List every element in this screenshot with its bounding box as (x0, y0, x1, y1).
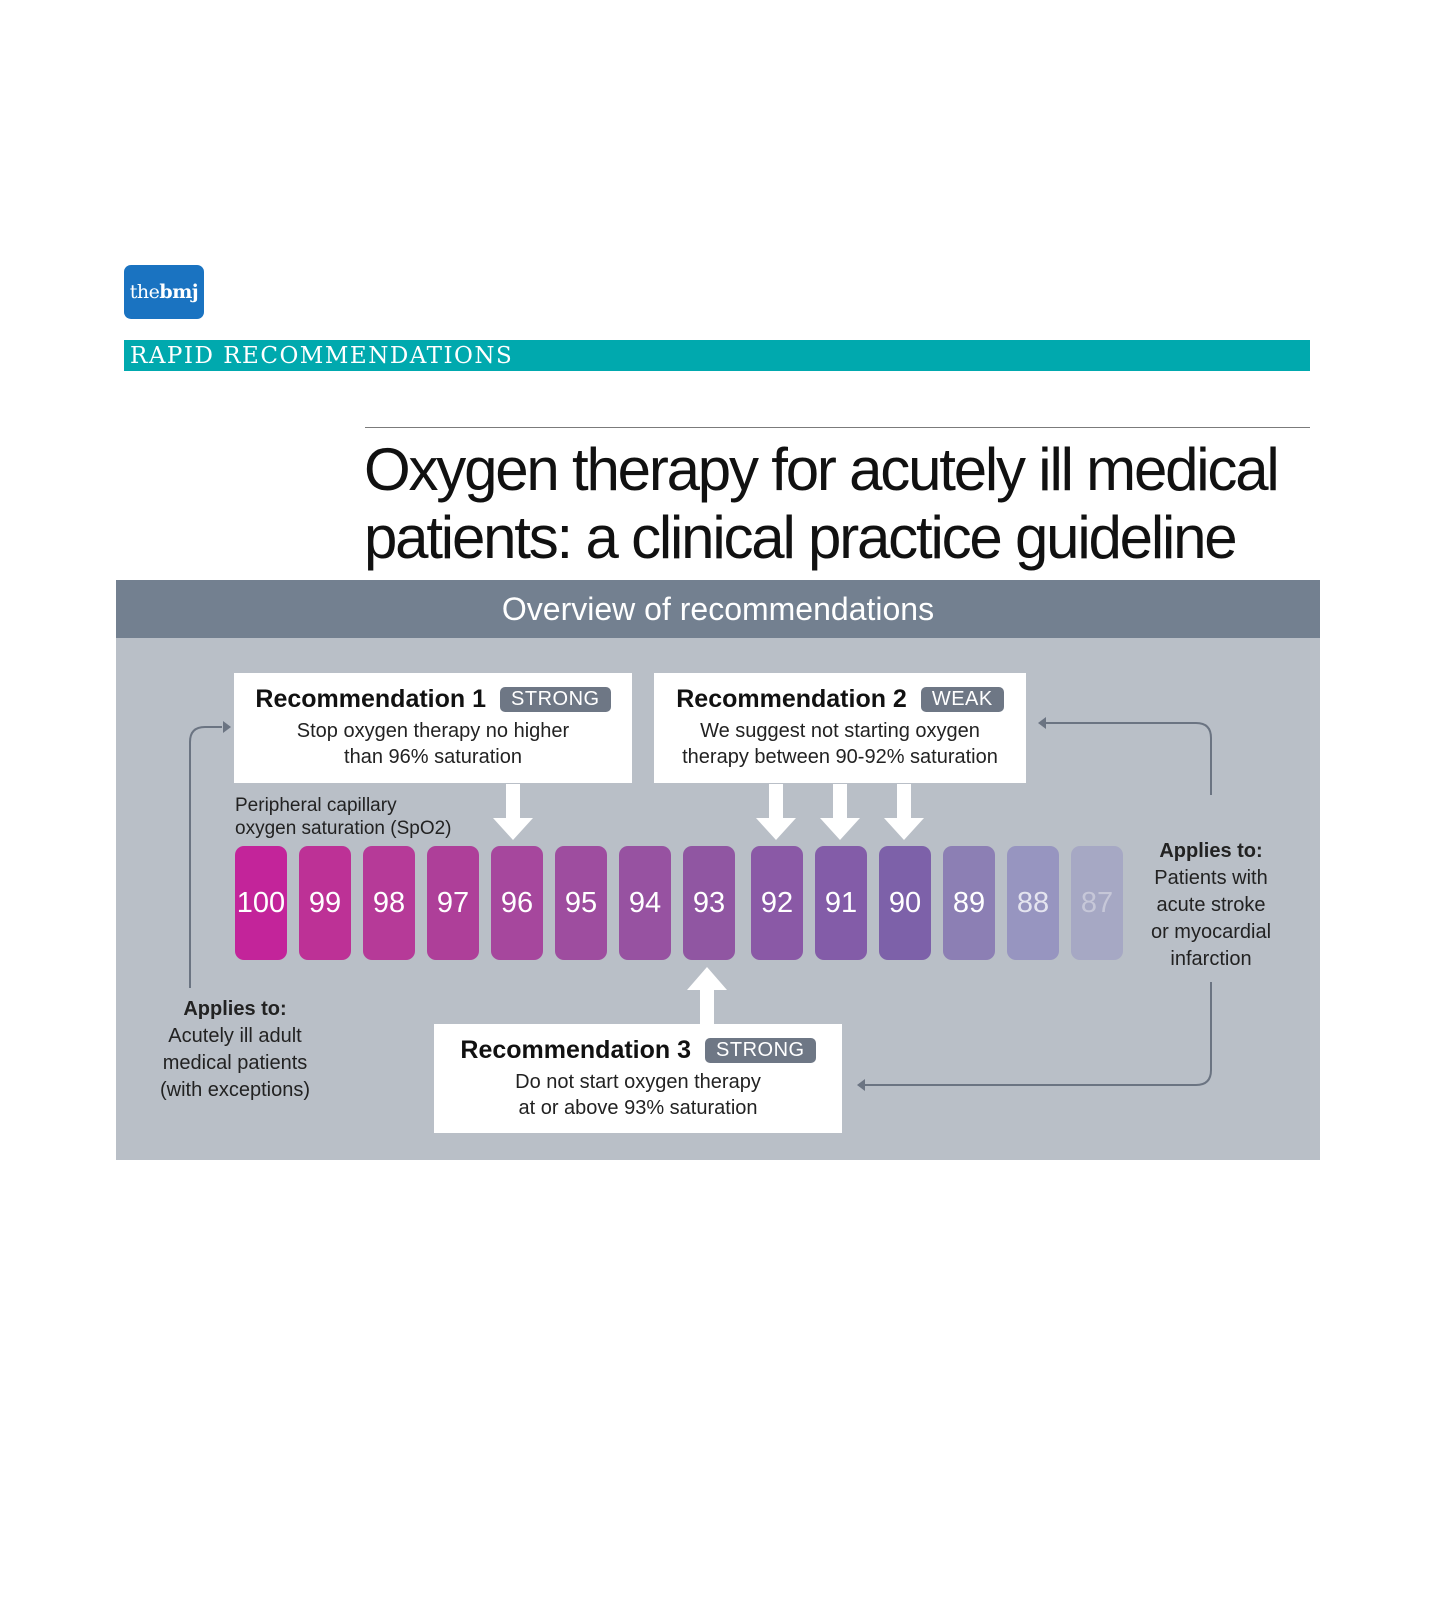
recommendation-3-strength-badge: STRONG (705, 1038, 816, 1063)
spo2-cell-88: 88 (1007, 846, 1059, 960)
recommendation-2-box: Recommendation 2 WEAK We suggest not sta… (654, 673, 1026, 783)
spo2-cell-95: 95 (555, 846, 607, 960)
recommendation-1-box: Recommendation 1 STRONG Stop oxygen ther… (234, 673, 632, 783)
recommendation-3-box: Recommendation 3 STRONG Do not start oxy… (434, 1024, 842, 1133)
right-bracket-bottom-line (865, 982, 1212, 1086)
spo2-cell-100: 100 (235, 846, 287, 960)
title-line-1: Oxygen therapy for acutely ill medical (364, 436, 1280, 503)
recommendation-1-text: Stop oxygen therapy no higher than 96% s… (296, 720, 570, 768)
applies-to-right-heading: Applies to: (1159, 840, 1263, 862)
recommendation-1-strength-badge: STRONG (500, 687, 611, 712)
right-bracket-top-arrowhead (1038, 717, 1046, 729)
rec2-arrow-90-icon (884, 784, 924, 840)
applies-to-left-heading: Applies to: (183, 998, 287, 1020)
spo2-cell-99: 99 (299, 846, 351, 960)
title-line-2: patients: a clinical practice guideline (364, 504, 1238, 571)
page-title: Oxygen therapy for acutely ill medical p… (364, 436, 1304, 572)
spo2-cell-89: 89 (943, 846, 995, 960)
recommendation-2-title: Recommendation 2 (676, 685, 907, 713)
logo-bmj: bmj (159, 281, 199, 303)
recommendation-2-strength-badge: WEAK (920, 687, 1004, 712)
applies-to-right-body: Patients with acute stroke or myocardial… (1150, 867, 1272, 970)
spo2-cell-96: 96 (491, 846, 543, 960)
applies-to-left-body: Acutely ill adult medical patients (with… (159, 1025, 311, 1101)
left-bracket-line (189, 726, 222, 988)
recommendation-3-text: Do not start oxygen therapy at or above … (515, 1071, 761, 1119)
left-bracket-arrowhead (223, 721, 231, 733)
section-band-label: RAPID RECOMMENDATIONS (130, 343, 514, 369)
recommendation-2-text: We suggest not starting oxygen therapy b… (682, 720, 998, 768)
spo2-cell-93: 93 (683, 846, 735, 960)
rec3-arrow-icon (687, 967, 727, 1024)
spo2-cell-92: 92 (751, 846, 803, 960)
rec2-arrow-92-icon (756, 784, 796, 840)
applies-to-right: Applies to: Patients with acute stroke o… (1136, 838, 1286, 973)
rec1-arrow-icon (493, 784, 533, 840)
rec2-arrow-91-icon (820, 784, 860, 840)
spo2-cell-94: 94 (619, 846, 671, 960)
spo2-cell-90: 90 (879, 846, 931, 960)
spo2-scale-label: Peripheral capillary oxygen saturation (… (235, 795, 452, 839)
right-bracket-bottom-arrowhead (857, 1079, 865, 1091)
recommendation-1-title: Recommendation 1 (255, 685, 487, 713)
right-bracket-top-line (1046, 722, 1212, 795)
spo2-cell-98: 98 (363, 846, 415, 960)
spo2-cell-87: 87 (1071, 846, 1123, 960)
spo2-cell-97: 97 (427, 846, 479, 960)
title-rule (365, 427, 1310, 428)
applies-to-left: Applies to: Acutely ill adult medical pa… (140, 996, 330, 1104)
logo-the: the (129, 281, 160, 303)
overview-heading: Overview of recommendations (116, 580, 1320, 638)
section-band: RAPID RECOMMENDATIONS (124, 340, 1310, 371)
spo2-cell-91: 91 (815, 846, 867, 960)
recommendation-3-title: Recommendation 3 (460, 1036, 692, 1064)
